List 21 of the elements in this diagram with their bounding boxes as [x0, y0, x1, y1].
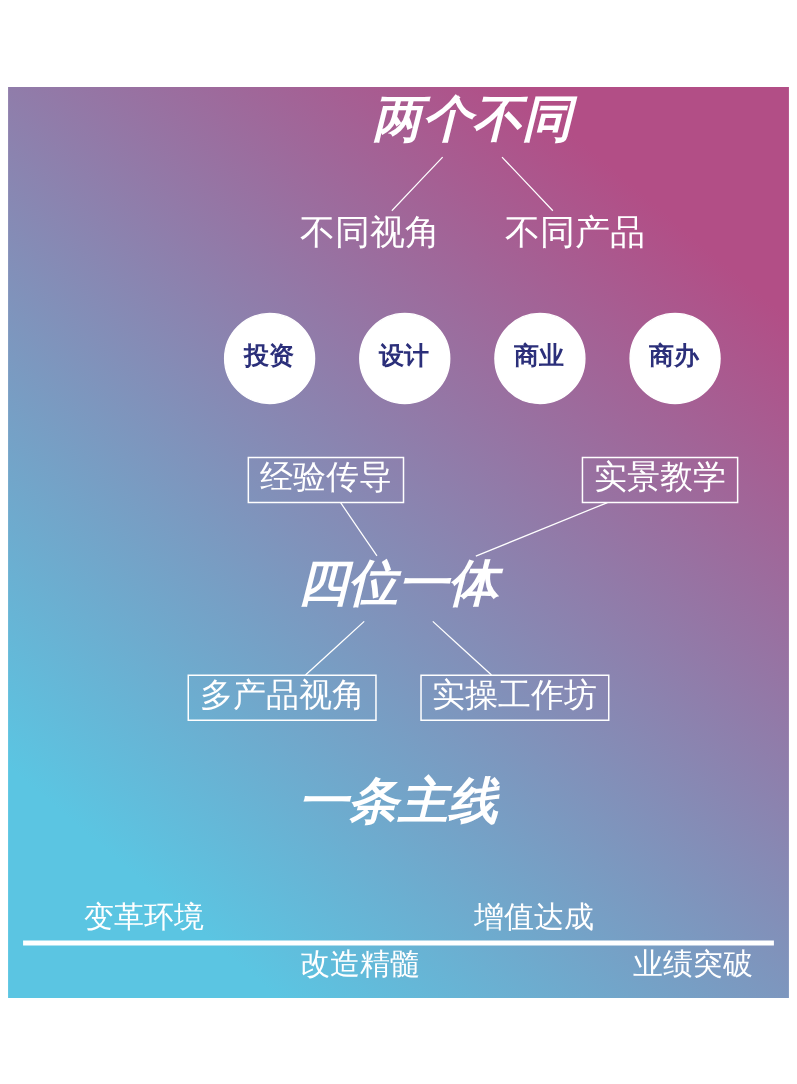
connector	[304, 620, 365, 676]
label: 增值达成	[473, 898, 594, 934]
node-text: 不同产品	[504, 210, 645, 252]
label: 变革环境	[84, 898, 205, 934]
node-circle: 设计	[359, 312, 451, 404]
connector	[340, 501, 378, 557]
label: 改造精髓	[300, 945, 421, 981]
connector	[475, 501, 609, 557]
node-circle: 投资	[223, 312, 316, 404]
node-circle: 商办	[629, 312, 721, 404]
node-text: 不同视角	[299, 210, 440, 252]
node-box: 实景教学	[581, 456, 739, 503]
connector	[391, 155, 444, 211]
node-box: 多产品视角	[187, 673, 377, 721]
connector	[432, 620, 493, 676]
connector	[501, 155, 554, 211]
node-box: 实操工作坊	[420, 673, 610, 721]
node-box: 经验传导	[247, 456, 405, 503]
label: 一条主线	[298, 771, 499, 830]
node-circle: 商业	[494, 312, 586, 404]
label: 业绩突破	[633, 945, 754, 981]
